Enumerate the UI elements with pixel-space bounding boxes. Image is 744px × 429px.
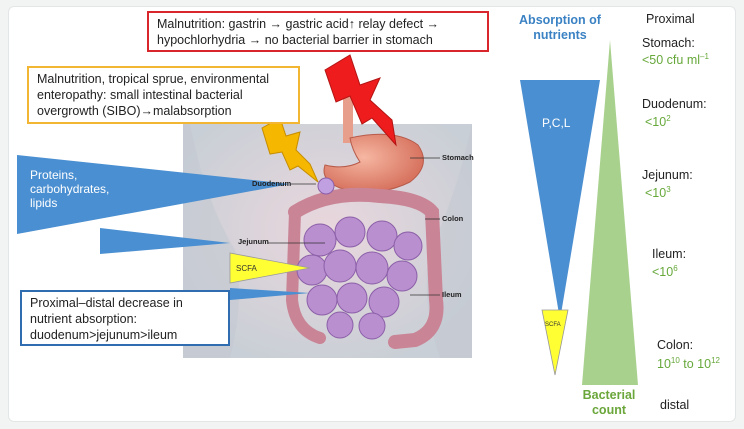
sibo-line-1: Malnutrition, tropical sprue, environmen… — [37, 72, 270, 86]
absorption-line-1: Proximal–distal decrease in — [30, 296, 183, 310]
bacterial-count-triangle — [582, 40, 638, 385]
esophagus — [343, 95, 353, 143]
bacterial-count-line-2: count — [591, 403, 627, 417]
colon-count-value: 1010 to 1012 — [657, 356, 720, 372]
jejunum-label: Jejunum — [238, 237, 269, 246]
sibo-note: Malnutrition, tropical sprue, environmen… — [27, 66, 300, 124]
scfa-wedge-label: SCFA — [236, 264, 257, 273]
anatomy-illustration — [183, 95, 472, 358]
hypochlorhydria-note: Malnutrition: gastrin → gastric acid↑ re… — [147, 11, 489, 52]
absorption-title-line-1: Absorption of — [519, 13, 601, 27]
duodenum-organ — [317, 177, 335, 195]
sibo-line-3: overgrowth (SIBO)→malabsorption — [37, 104, 232, 118]
duodenum-count-label: Duodenum: — [642, 97, 707, 111]
nutrients-label: Proteins, carbohydrates, lipids — [30, 168, 109, 210]
hypochlorhydria-line-2: hypochlorhydria → no bacterial barrier i… — [157, 33, 433, 47]
bacterial-count-title: Bacterial count — [573, 388, 645, 418]
bacterial-count-line-1: Bacterial — [582, 388, 636, 402]
stomach-count-value: <50 cfu ml–1 — [642, 52, 709, 68]
small-intestine — [296, 216, 423, 340]
absorption-scfa-label: SCFA — [545, 322, 561, 328]
absorption-note: Proximal–distal decrease in nutrient abs… — [20, 290, 230, 346]
nutrients-carbohydrates: carbohydrates, — [30, 182, 110, 196]
hypochlorhydria-line-1: Malnutrition: gastrin → gastric acid↑ re… — [157, 17, 440, 31]
proximal-label: Proximal — [646, 12, 695, 26]
colon-label: Colon — [442, 214, 464, 223]
colon-organ — [288, 187, 444, 349]
ileum-label: Ileum — [442, 290, 462, 299]
absorption-line-2: nutrient absorption: — [30, 312, 138, 326]
nutrients-proteins: Proteins, — [30, 168, 78, 182]
colon-count-label: Colon: — [657, 338, 694, 352]
duodenum-count-value: <102 — [645, 114, 671, 130]
absorption-scfa-triangle — [541, 309, 569, 376]
ileum-wedge — [230, 288, 310, 300]
stomach-label: Stomach — [442, 153, 474, 162]
scfa-wedge — [229, 252, 311, 284]
nutrients-lipids: lipids — [30, 196, 58, 210]
sibo-line-2: enteropathy: small intestinal bacterial — [37, 88, 243, 102]
absorption-title-line-2: nutrients — [533, 28, 587, 42]
jejunum-wedge — [100, 228, 230, 254]
ileum-count-value: <106 — [652, 264, 678, 280]
ileum-count-label: Ileum: — [652, 247, 687, 261]
absorption-triangle — [520, 80, 600, 320]
absorption-line-3: duodenum>jejunum>ileum — [30, 328, 178, 342]
pcl-label: P,C,L — [542, 116, 571, 130]
absorption-title: Absorption of nutrients — [505, 13, 615, 43]
nutrients-wedge — [17, 155, 290, 234]
red-lightning-icon — [324, 54, 397, 147]
jejunum-count-value: <103 — [645, 185, 671, 201]
stomach-organ — [323, 133, 424, 193]
duodenum-label: Duodenum — [252, 179, 292, 188]
yellow-lightning-icon — [261, 117, 319, 183]
distal-label: distal — [660, 398, 690, 412]
jejunum-count-label: Jejunum: — [642, 168, 693, 182]
stomach-count-label: Stomach: — [642, 36, 695, 50]
